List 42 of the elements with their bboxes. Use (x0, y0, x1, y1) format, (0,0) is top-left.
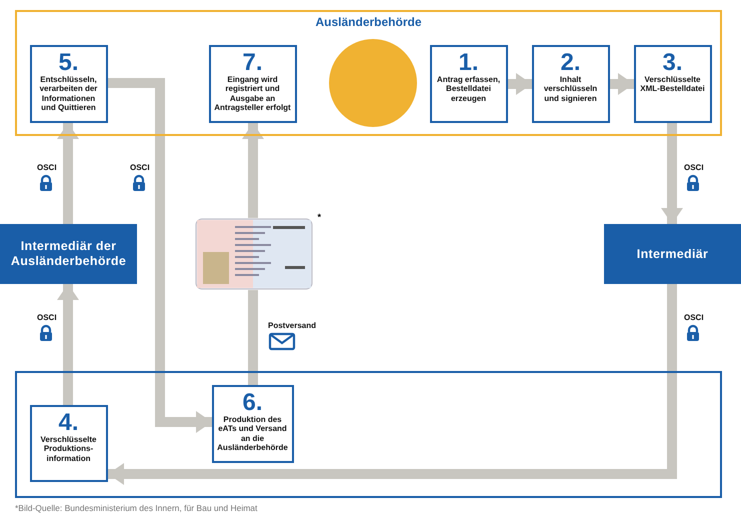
arrow (57, 123, 79, 224)
process-box (634, 44, 712, 122)
step-text: Antrag erfassen, Bestelldatei erzeugen (436, 74, 502, 103)
step-text: Verschlüsselte XML-Bestelldatei (639, 74, 706, 94)
step-number: 3. (661, 50, 684, 74)
arrow (610, 73, 634, 95)
step-number: 2. (559, 50, 582, 74)
step-text: Eingang wird registriert und Ausgabe an Antragsteller erfolgt (213, 74, 292, 112)
process-box (430, 44, 508, 122)
step-number: 6. (241, 390, 264, 414)
step-text: Inhalt verschlüsseln und signieren (542, 74, 598, 103)
arrow (57, 284, 79, 405)
process-box (532, 44, 610, 122)
step-number: 5. (57, 50, 80, 74)
group-frame (15, 10, 722, 136)
process-box (30, 404, 108, 482)
arrow (108, 78, 212, 433)
process-box (208, 44, 296, 122)
intermediary-box: Intermediär (604, 224, 741, 284)
footnote-mark: * (317, 212, 321, 222)
process-box (30, 44, 108, 122)
process-box (212, 384, 294, 462)
step-text: Produktion des eATs und Versand an die Ausländerbehörde (216, 414, 289, 452)
edge-label: OSCI (37, 163, 57, 172)
caption: *Bild-Quelle: Bundesministerium des Innern, für Bau und Heimat (15, 503, 258, 513)
edge-label: OSCI (130, 163, 150, 172)
step-number: 1. (457, 50, 480, 74)
arrow (661, 123, 683, 224)
arrow (242, 123, 264, 218)
step-text: Entschlüsseln, verarbeiten der Informationen und Quittieren (38, 74, 98, 112)
step-text: Verschlüsselte Produktions-information (39, 434, 98, 463)
frame (15, 371, 722, 498)
edge-label: OSCI (684, 163, 704, 172)
edge-label: OSCI (37, 313, 57, 322)
step-number: 7. (241, 50, 264, 74)
intermediary-box: Intermediär der Ausländerbehörde (0, 224, 137, 284)
arrow (108, 284, 677, 485)
step-number: 4. (57, 410, 80, 434)
group-heading: Ausländerbehörde (314, 15, 423, 29)
edge-label: Postversand (268, 321, 316, 330)
edge-label: OSCI (684, 313, 704, 322)
arrow (508, 73, 532, 95)
